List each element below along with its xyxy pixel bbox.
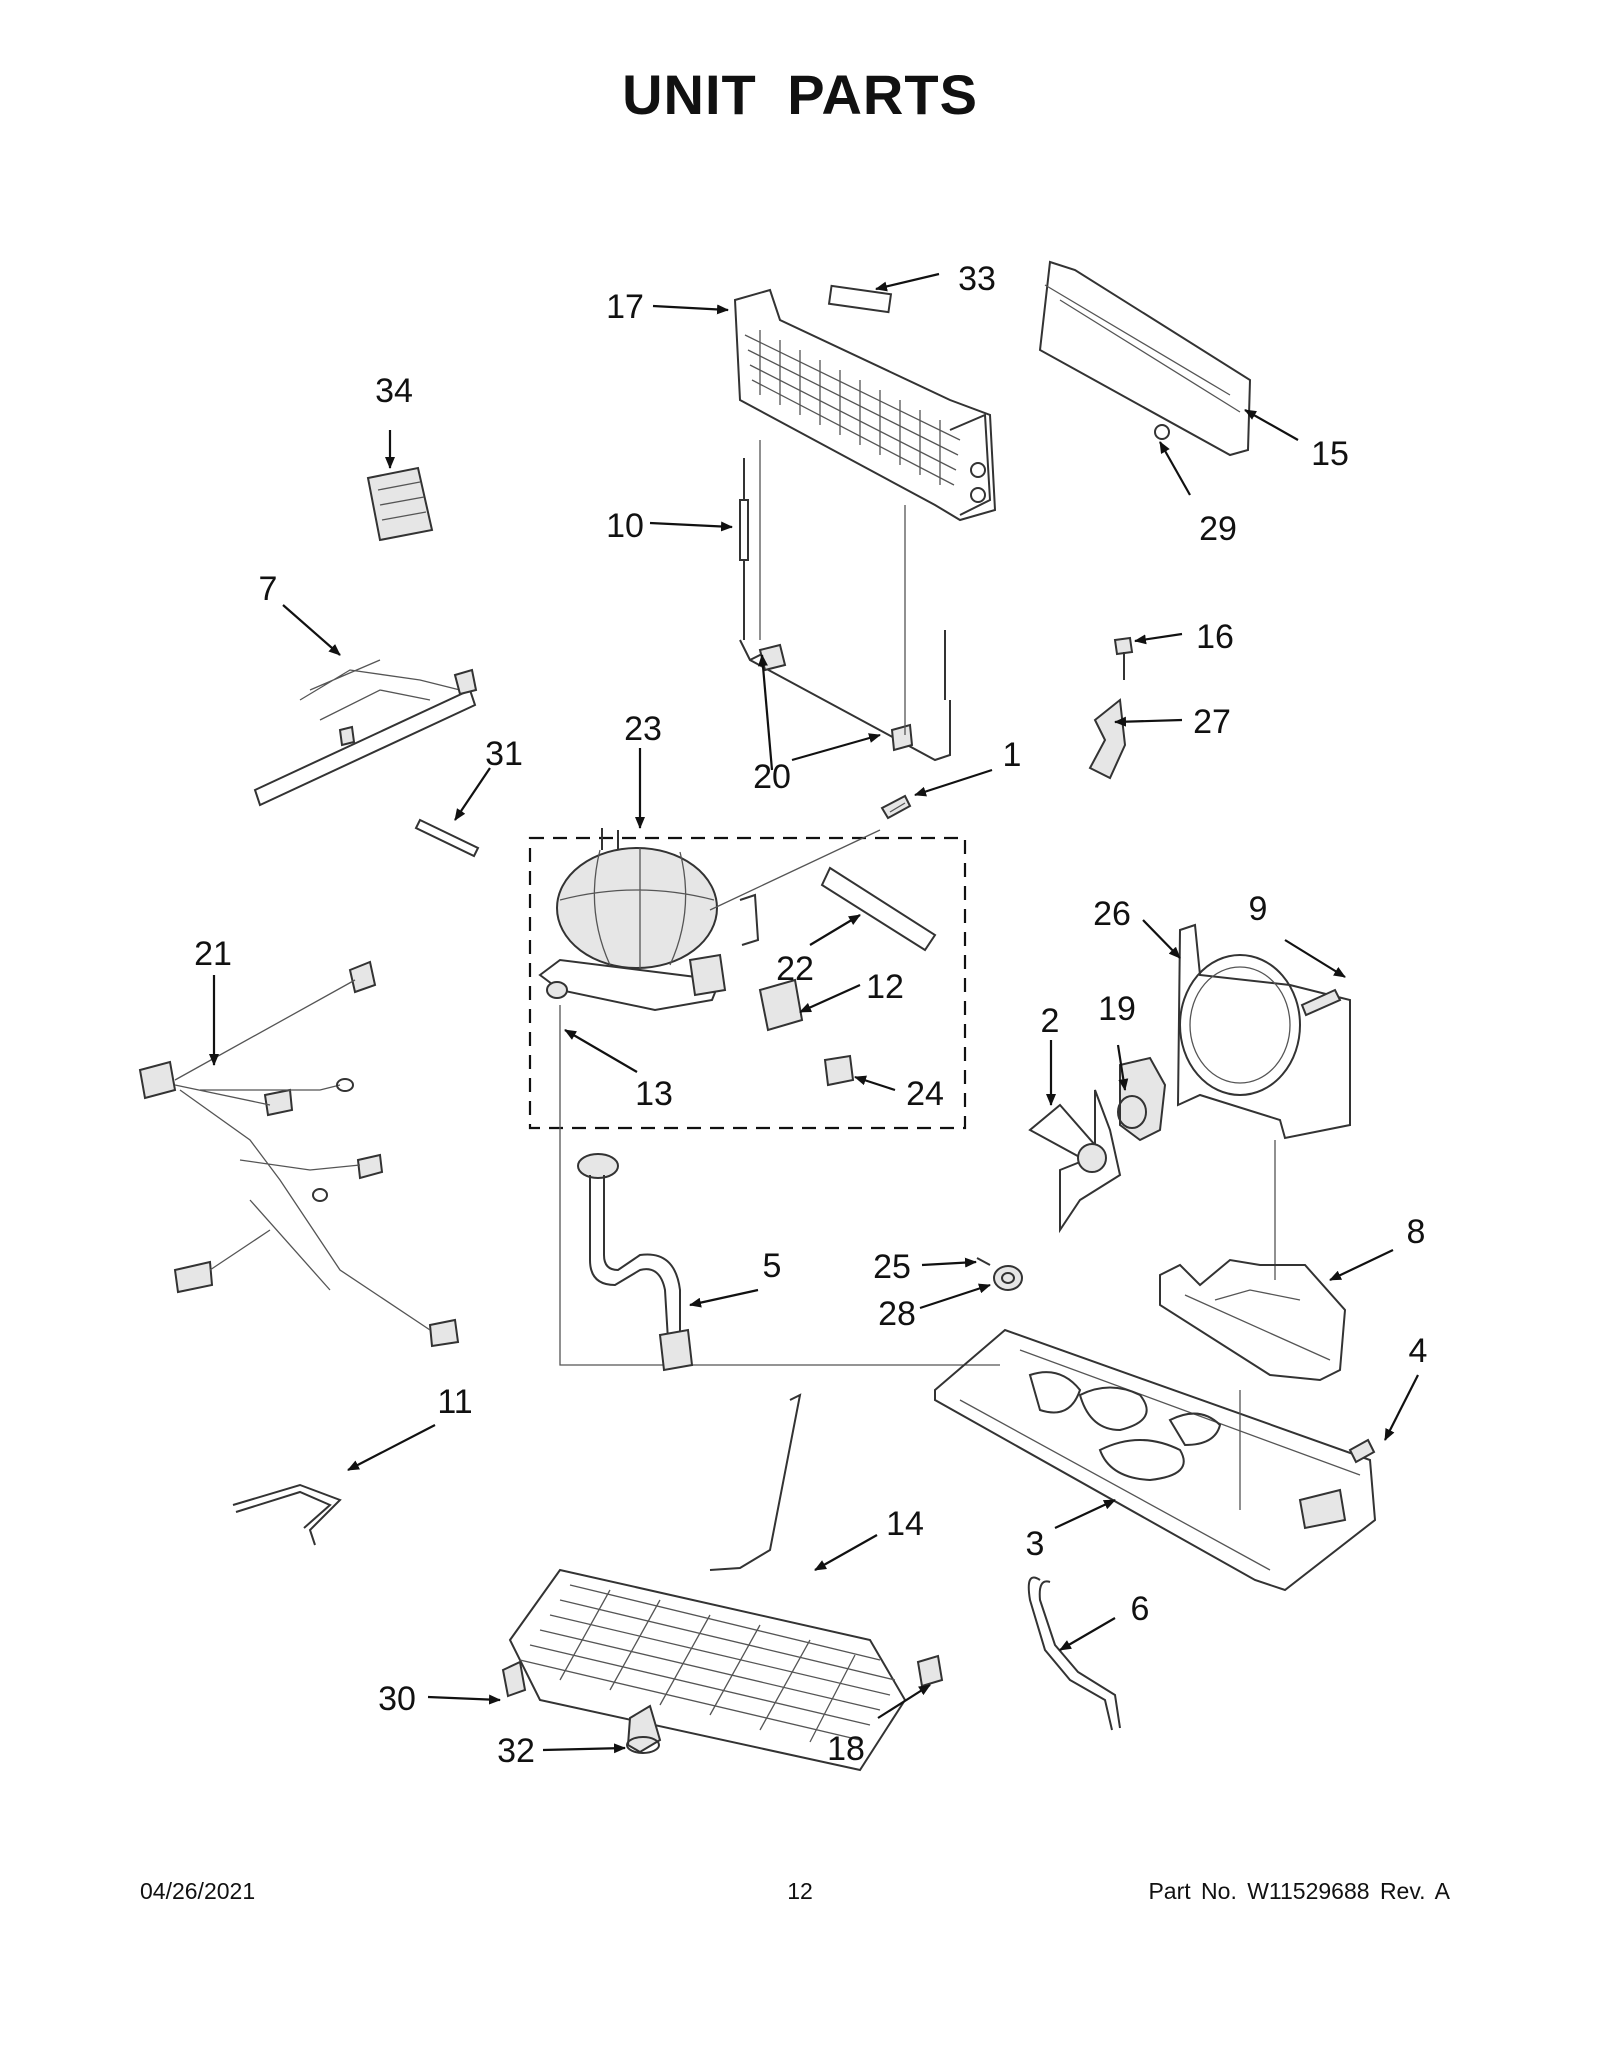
drain-trough-drawing [1038, 260, 1252, 457]
leader-11 [347, 1424, 436, 1471]
evaporator-coil-drawing [733, 284, 997, 522]
callout-8: 8 [1407, 1213, 1426, 1251]
callout-28: 28 [878, 1295, 916, 1333]
base-screw-drawing [1348, 1438, 1376, 1464]
callout-5: 5 [763, 1247, 782, 1285]
callout-20: 20 [753, 758, 791, 796]
leader-16 [1134, 632, 1183, 645]
callout-10: 10 [606, 507, 644, 545]
footer-date: 04/26/2021 [140, 1878, 256, 1904]
strap-drawing [414, 818, 480, 858]
leader-13 [564, 1029, 638, 1073]
leader-5 [689, 1288, 759, 1308]
leader-12 [799, 983, 861, 1014]
leader-33 [875, 272, 940, 292]
base-plate-drawing [934, 1328, 1377, 1592]
footer-page-number: 12 [787, 1878, 813, 1904]
fan-bracket-drawing [1159, 1258, 1347, 1382]
leader-24 [854, 1075, 896, 1092]
leader-28 [919, 1283, 991, 1310]
leader-lines [209, 272, 1419, 1754]
leader-32 [542, 1743, 626, 1754]
leader-10 [649, 521, 733, 532]
leader-20a [757, 654, 774, 771]
callout-17: 17 [606, 288, 644, 326]
leader-22 [809, 914, 861, 946]
small-clips-drawing [501, 1654, 944, 1754]
callout-19: 19 [1098, 990, 1136, 1028]
leader-30 [427, 1694, 501, 1705]
leader-18 [877, 1684, 931, 1719]
callout-14: 14 [886, 1505, 924, 1543]
compressor-assembly-drawing [528, 828, 1000, 1366]
wire-harness-small-drawing [253, 659, 478, 807]
leader-20b [791, 733, 881, 762]
callout-34: 34 [375, 372, 413, 410]
leader-31 [454, 767, 491, 821]
drain-tube-drawing [577, 1153, 694, 1372]
tube-6-drawing [1027, 1576, 1121, 1731]
callout-13: 13 [635, 1075, 673, 1113]
leader-29 [1159, 441, 1191, 496]
defrost-heater-drawing [739, 440, 951, 762]
callout-24: 24 [906, 1075, 944, 1113]
tube-11-drawing [232, 1483, 342, 1546]
callout-7: 7 [259, 570, 278, 608]
callout-33: 33 [958, 260, 996, 298]
callout-32: 32 [497, 1732, 535, 1770]
callout-29: 29 [1199, 510, 1237, 548]
condenser-coil-drawing [508, 1393, 907, 1772]
callout-4: 4 [1409, 1332, 1428, 1370]
leader-1 [914, 768, 993, 797]
callout-27: 27 [1193, 703, 1231, 741]
leader-4 [1384, 1374, 1419, 1441]
leader-3 [1054, 1499, 1116, 1529]
callout-16: 16 [1196, 618, 1234, 656]
control-board-drawing [366, 466, 434, 542]
leader-6 [1059, 1617, 1116, 1651]
leader-26 [1142, 919, 1181, 959]
callout-22: 22 [776, 950, 814, 988]
callout-15: 15 [1311, 435, 1349, 473]
condenser-fan-drawing [1028, 923, 1351, 1280]
callout-3: 3 [1026, 1525, 1045, 1563]
callout-25: 25 [873, 1248, 911, 1286]
leader-8 [1329, 1249, 1394, 1281]
leader-9 [1284, 939, 1346, 978]
screw-drawing [880, 794, 912, 820]
callout-1: 1 [1003, 736, 1022, 774]
callout-23: 23 [624, 710, 662, 748]
callout-12: 12 [866, 968, 904, 1006]
callout-9: 9 [1249, 890, 1268, 928]
callout-2: 2 [1041, 1002, 1060, 1040]
footer-part-number: Part No. W11529688 Rev. A [1148, 1878, 1450, 1904]
defrost-thermistor-drawing [739, 458, 749, 640]
callout-11: 11 [437, 1383, 472, 1421]
leader-14 [814, 1534, 878, 1571]
callout-31: 31 [485, 735, 523, 773]
callout-6: 6 [1131, 1590, 1150, 1628]
leader-27 [1114, 716, 1183, 727]
bracket-drawing [1088, 636, 1134, 780]
leader-17 [652, 304, 729, 315]
callout-30: 30 [378, 1680, 416, 1718]
main-wire-harness-drawing [138, 960, 460, 1348]
leader-25 [921, 1257, 977, 1268]
leader-7 [282, 604, 341, 656]
callout-26: 26 [1093, 895, 1131, 933]
callout-21: 21 [194, 935, 232, 973]
page-title: UNIT PARTS [622, 63, 978, 126]
leader-15 [1244, 409, 1299, 441]
grommet-drawing [976, 1257, 1023, 1291]
leader-19 [1116, 1044, 1129, 1091]
callout-18: 18 [827, 1730, 865, 1768]
callout-labels: 1 2 3 4 5 6 7 8 9 10 11 12 13 14 15 16 1… [194, 260, 1427, 1770]
